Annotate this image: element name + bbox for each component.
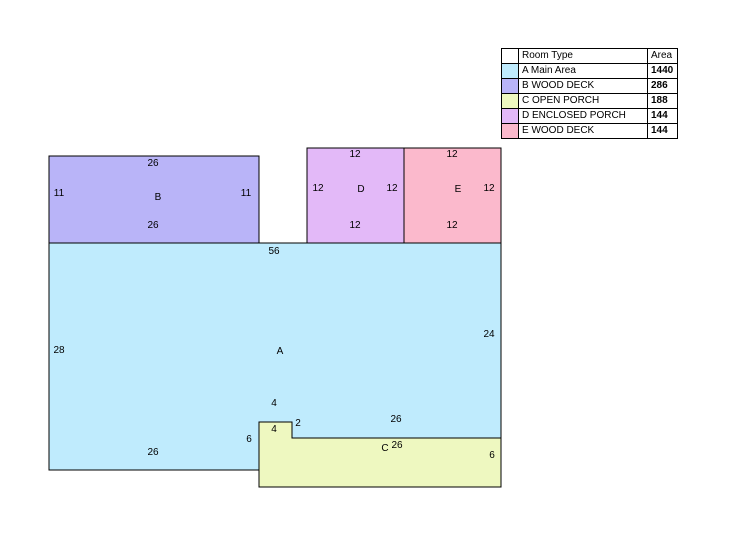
legend-table: Room Type Area A Main Area 1440 B WOOD D… <box>501 48 678 139</box>
dim-c-six: 6 <box>489 450 495 461</box>
legend-row: D ENCLOSED PORCH 144 <box>501 108 678 124</box>
legend-name: E WOOD DECK <box>518 123 648 139</box>
legend-area: 1440 <box>647 63 678 79</box>
legend-row: C OPEN PORCH 188 <box>501 93 678 109</box>
dim-a-six: 6 <box>246 434 252 445</box>
dim-b-left: 11 <box>53 188 65 199</box>
legend-name: D ENCLOSED PORCH <box>518 108 648 124</box>
legend-row: A Main Area 1440 <box>501 63 678 79</box>
legend-area: 286 <box>647 78 678 94</box>
legend-swatch <box>501 78 519 94</box>
room-b-label: B <box>154 192 162 203</box>
room-c-shape <box>258 421 502 488</box>
legend-swatch <box>501 123 519 139</box>
dim-d-right: 12 <box>386 183 398 194</box>
dim-a-26-mid: 26 <box>390 414 402 425</box>
legend-header-area: Area <box>647 48 678 64</box>
dim-d-bottom: 12 <box>349 220 361 231</box>
dim-d-top: 12 <box>349 149 361 160</box>
room-d-shape <box>306 147 405 244</box>
legend-name: C OPEN PORCH <box>518 93 648 109</box>
legend-swatch <box>501 63 519 79</box>
dim-c-26: 26 <box>391 440 403 451</box>
legend-row: E WOOD DECK 144 <box>501 123 678 139</box>
dim-e-top: 12 <box>446 149 458 160</box>
room-b-shape <box>48 155 260 244</box>
dim-c-four: 4 <box>271 424 277 435</box>
legend-area: 144 <box>647 108 678 124</box>
dim-b-top: 26 <box>147 158 159 169</box>
dim-e-right: 12 <box>483 183 495 194</box>
dim-a-bottom: 26 <box>147 447 159 458</box>
legend-area: 144 <box>647 123 678 139</box>
room-a-label: A <box>276 346 284 357</box>
legend-swatch <box>501 93 519 109</box>
dim-a-left: 28 <box>53 345 65 356</box>
legend-area: 188 <box>647 93 678 109</box>
room-c-label: C <box>381 443 389 454</box>
dim-b-bottom: 26 <box>147 220 159 231</box>
dim-a-two: 2 <box>295 418 301 429</box>
dim-a-right: 24 <box>483 329 495 340</box>
legend-header-swatch <box>501 48 519 64</box>
dim-b-right: 11 <box>240 188 252 199</box>
legend-name: A Main Area <box>518 63 648 79</box>
legend-swatch <box>501 108 519 124</box>
dim-a-top: 56 <box>268 246 280 257</box>
room-e-label: E <box>454 184 462 195</box>
room-d-label: D <box>357 184 365 195</box>
legend-row: B WOOD DECK 286 <box>501 78 678 94</box>
legend-name: B WOOD DECK <box>518 78 648 94</box>
room-e-shape <box>403 147 502 244</box>
dim-e-bottom: 12 <box>446 220 458 231</box>
legend-header-row: Room Type Area <box>501 48 678 64</box>
legend-header-type: Room Type <box>518 48 648 64</box>
dim-a-notch: 4 <box>271 398 277 409</box>
dim-d-left: 12 <box>312 183 324 194</box>
